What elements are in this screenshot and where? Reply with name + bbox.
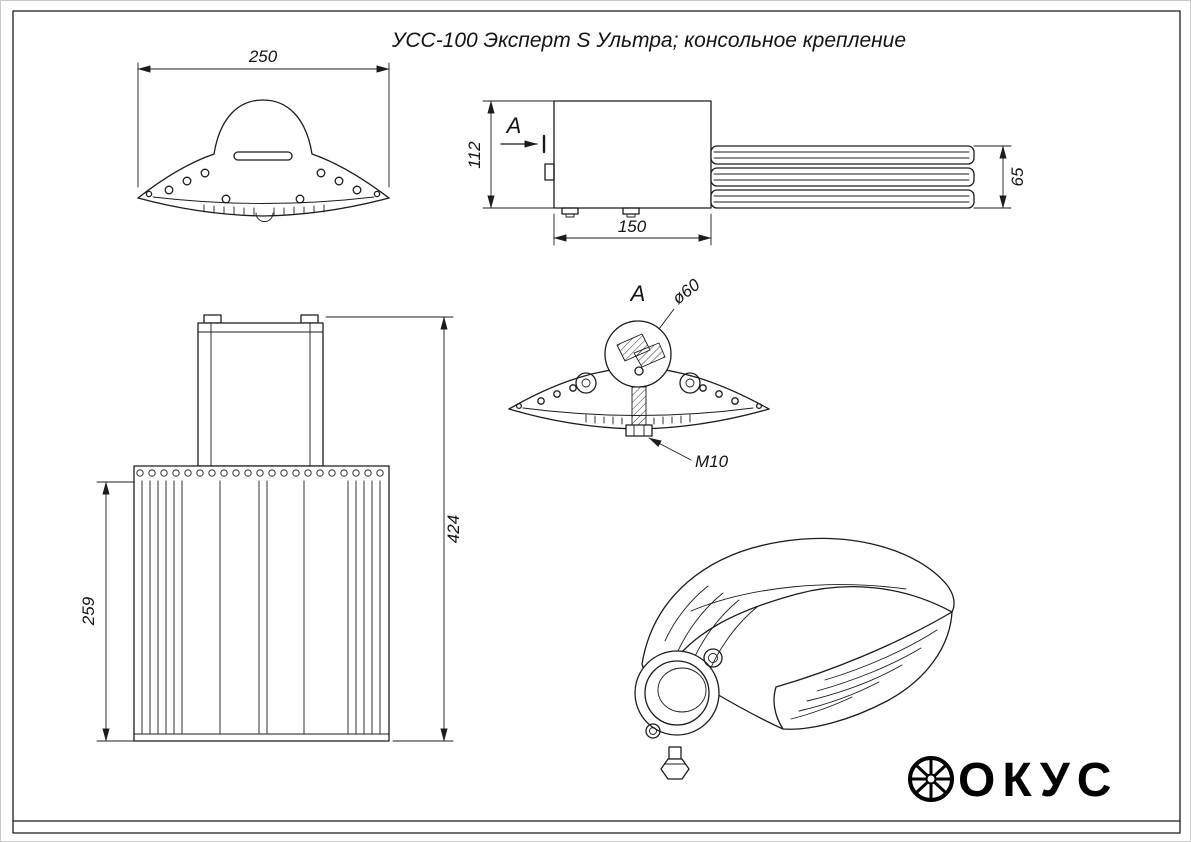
- clamp-ring-inner: [644, 660, 710, 726]
- border-frame: [12, 10, 1181, 834]
- body-fins: [141, 480, 381, 734]
- driver-box: [553, 100, 712, 209]
- screws: [145, 168, 381, 204]
- shroud-underside: [773, 611, 953, 730]
- section-view: А: [508, 275, 770, 471]
- bolt-shank-hatched: [631, 386, 647, 426]
- isometric-view: [634, 537, 955, 780]
- spring-pin: [575, 372, 597, 394]
- dim-side-length: 150: [553, 213, 712, 246]
- screws: [515, 384, 763, 410]
- dim-radiator-height: 65: [973, 145, 1027, 209]
- logo: ОКУС: [908, 754, 1118, 807]
- front-view: [137, 99, 390, 222]
- vent-grille: [585, 414, 691, 425]
- logo-text: ОКУС: [958, 754, 1118, 807]
- callout-bolt-thread: М10: [695, 452, 729, 471]
- fin-top-circles: [136, 469, 384, 477]
- section-arrow-label: А: [505, 113, 522, 138]
- housing-outline: [137, 99, 390, 199]
- clamp-ring-outer: [634, 650, 720, 736]
- bolt-stem: [668, 746, 682, 760]
- clamp-to-body-edge: [714, 692, 784, 730]
- side-view: [544, 100, 975, 218]
- section-cut-marker: А: [500, 113, 546, 154]
- bolt-nut: [625, 424, 653, 437]
- clamp-screw-tab: [203, 314, 222, 324]
- dim-front-width: 250: [137, 47, 390, 188]
- full-front-view: [133, 314, 390, 742]
- lamp-body: [133, 465, 390, 742]
- dim-label-radiator-height: 65: [1008, 167, 1027, 186]
- bolt-boss: [645, 723, 661, 739]
- dim-label-total-height: 424: [444, 515, 463, 543]
- dim-label-tube-diameter: ø60: [669, 275, 704, 308]
- dim-label-side-length: 150: [618, 217, 647, 236]
- spring-pin: [679, 372, 701, 394]
- hex-nut: [660, 758, 690, 780]
- dim-side-height: 112: [465, 100, 555, 209]
- dim-label-side-height: 112: [465, 141, 484, 169]
- clamp-screw-tab: [300, 314, 319, 324]
- logo-emblem: [908, 756, 954, 802]
- dim-label-front-width: 250: [248, 47, 278, 66]
- dome-slot: [233, 151, 293, 161]
- dim-body-height: 259: [79, 481, 135, 742]
- cable-gland: [544, 163, 555, 181]
- dim-total-height: 424: [325, 316, 463, 742]
- bolt-boss: [703, 648, 723, 668]
- drawing-title: УСС-100 Эксперт S Ультра; консольное кре…: [391, 29, 906, 52]
- pole-bracket: [197, 322, 324, 467]
- vent-grille: [203, 204, 325, 222]
- housing-bottom: [137, 197, 390, 217]
- section-view-label: А: [629, 281, 646, 306]
- dim-label-body-height: 259: [79, 596, 98, 626]
- bottom-notch: [255, 212, 274, 222]
- radiator-fins: [710, 145, 975, 209]
- underside-fin-lines: [790, 629, 938, 720]
- clamp-jaw-hatched: [633, 342, 666, 368]
